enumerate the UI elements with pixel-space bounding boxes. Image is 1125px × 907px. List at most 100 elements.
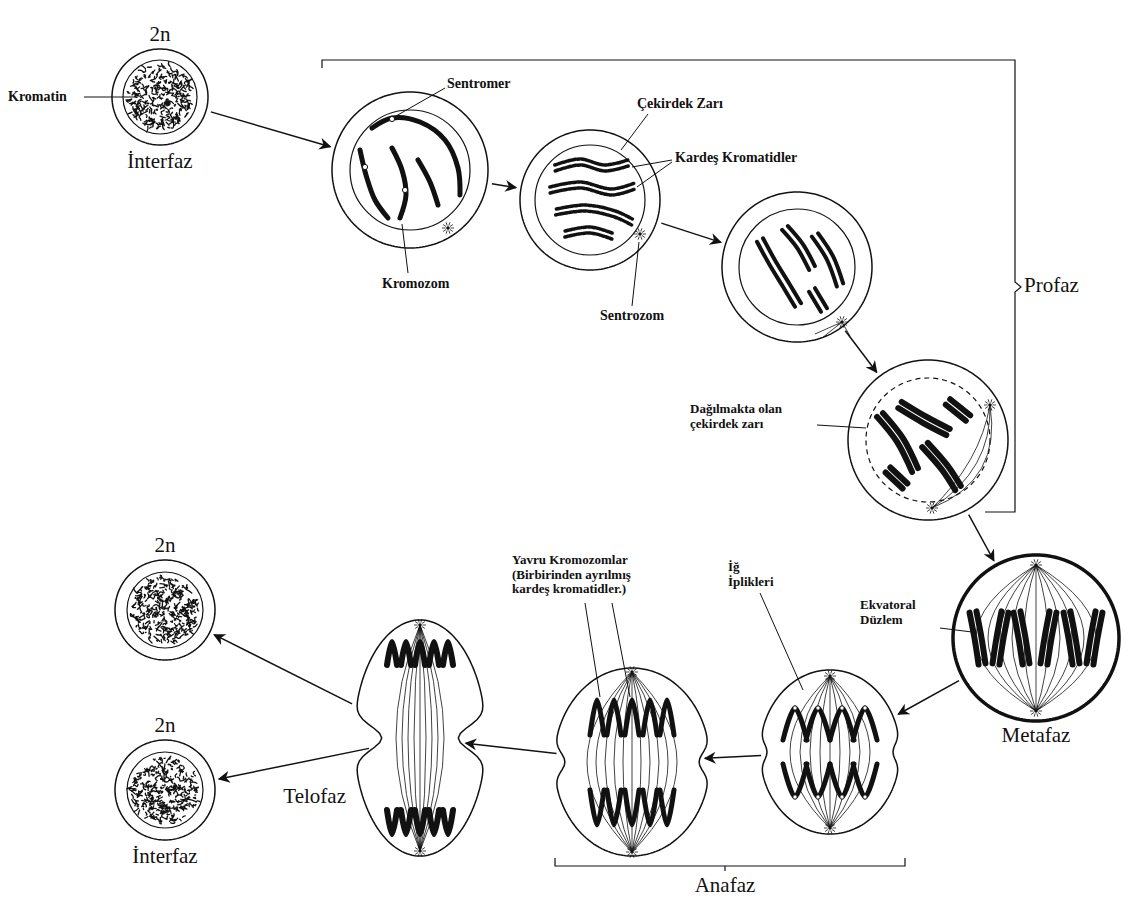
leader-line [402,224,408,273]
ploidy-label: 2n [155,714,176,737]
cell-node: 2nİnterfaz [112,49,208,145]
part-label: Ekvatoral Düzlem [860,598,938,627]
chromosome [815,288,827,308]
centrosome-aster [626,666,638,677]
leader-line [760,593,803,690]
centromere [840,706,844,710]
centrosome [630,670,634,674]
leader-line [632,242,639,306]
cell-node: 2nİnterfaz [115,740,215,840]
part-label: Sentrozom [600,308,664,324]
spindle-fibers [396,625,444,851]
chromosome [429,810,439,834]
centromere [863,706,867,710]
cell-membrane [112,49,208,145]
centrosome-aster [824,822,836,833]
cell-membrane [520,130,660,270]
chromosome [443,642,453,665]
centromere [389,116,394,121]
chromosome [372,118,460,195]
chromosome [607,790,621,825]
centromere [816,706,820,710]
stage-arrow [219,748,369,779]
chromatin [130,575,198,644]
cell-membrane [357,620,483,856]
spindle-fibers [587,672,677,852]
cell-outline [354,620,486,856]
chromosome [883,413,918,468]
stage-arrow [969,515,994,561]
stage-arrow [466,743,557,753]
centromere [840,795,844,799]
stage-arrow [661,223,721,242]
chromosome [643,790,657,825]
chromosome [415,810,425,834]
part-label: Kromatin [8,89,67,105]
centrosome-aster [824,670,836,681]
centromere [863,795,867,799]
centrosome [418,623,422,627]
cell-outline [332,92,488,248]
chromosome [806,764,830,797]
chromosome [565,227,612,233]
chromosome [387,810,397,834]
chromosome [788,226,815,266]
stage-arrow [211,112,330,147]
centromere [402,187,407,192]
spindle-fibers [822,322,842,338]
cell-outline [953,555,1119,721]
cell-node [722,192,872,342]
chromosome [783,764,807,797]
nuclear-envelope [866,378,990,502]
cell-membrane [557,668,707,856]
cell-outline [722,192,872,342]
ploidy-label: 2n [150,23,171,46]
chromosome [643,700,657,735]
centrosome-aster [1030,705,1042,716]
cell-node [332,92,488,248]
centrosome [1034,709,1038,713]
chromosome [401,810,411,834]
cell-node [520,130,660,270]
cell-outline [520,130,660,270]
centrosome-aster [626,846,638,857]
cell-membrane [762,670,897,834]
centrosome-aster [442,222,454,233]
chromosome [853,764,877,797]
part-label: Kardeş Kromatidler [675,150,797,166]
spindle-fibers [976,565,1096,711]
centrosome [1034,563,1038,567]
spindle-fibers [790,676,870,828]
centrosome [828,826,832,830]
chromosome [806,708,830,740]
centrosome-aster [414,845,426,856]
spindle-fibers [932,405,992,508]
chromosome [1020,611,1029,663]
centromere [793,706,797,710]
leader-line [940,628,972,632]
chromosome [783,708,807,740]
nuclear-envelope [127,572,203,648]
chromosome [556,205,632,219]
nuclear-envelope [739,209,855,325]
chromosome [429,642,439,665]
stage-arrow [214,635,352,704]
cell-node: Telofaz [354,620,486,856]
chromosome [625,700,639,735]
chromosome [401,642,411,665]
stage-arrow [898,681,959,715]
centrosome [630,850,634,854]
leader-line [84,97,138,98]
stage-arrow [845,331,876,372]
chromosome [360,150,388,218]
centrosome [828,674,832,678]
cell-node: 2n [115,560,215,660]
phase-name: Profaz [1024,274,1079,298]
stage-arrow [705,755,761,758]
centromere [816,795,820,799]
chromosome [625,790,639,825]
centrosome [418,849,422,853]
nuclear-envelope [535,145,645,255]
cell-membrane [953,555,1119,721]
